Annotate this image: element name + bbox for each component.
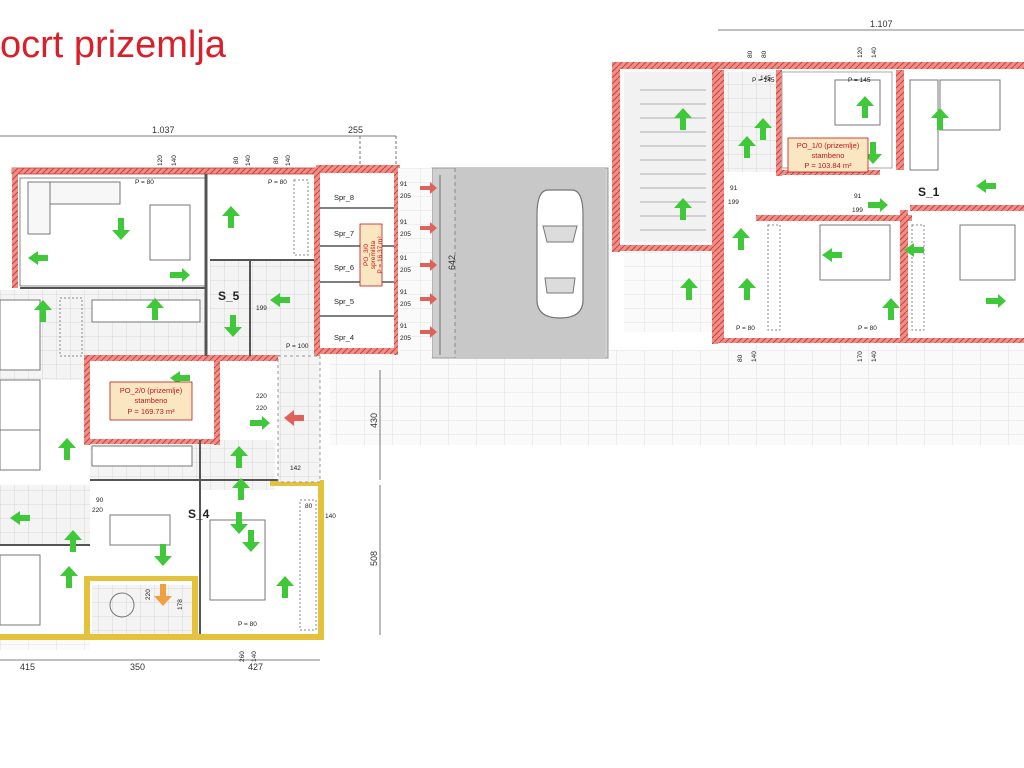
room-box-po1: [787, 137, 869, 173]
door-label: P = 80: [268, 179, 287, 186]
room-box-po2: [109, 381, 193, 421]
dim-note-vertical: 140: [871, 351, 878, 362]
dim-note: 220: [256, 405, 267, 412]
dim-note-vertical: 80: [233, 156, 240, 164]
dim-note: 199: [256, 305, 267, 312]
storage-dim-w: 91: [400, 219, 408, 226]
dim-note-vertical: 120: [157, 155, 164, 166]
dimension-lines: [0, 29, 1024, 661]
unit-label-s4: S_4: [188, 507, 210, 521]
left-building: [0, 167, 324, 640]
storage-label: Spr_8: [334, 193, 354, 202]
storage-dim-w: 91: [400, 323, 408, 330]
door-label: P = 145: [752, 77, 775, 84]
car-icon: [536, 189, 584, 319]
dim-note-vertical: 140: [251, 651, 258, 662]
unit-label-s5: S_5: [218, 289, 240, 303]
dim-top-right: 1.107: [870, 19, 893, 29]
storage-label: Spr_4: [334, 333, 354, 342]
room-box-po3: [359, 223, 383, 287]
dim-note-vertical: 140: [871, 47, 878, 58]
po1-line3: P = 103.84 m²: [804, 161, 852, 170]
po1-line2: stambeno: [812, 151, 845, 160]
dim-note: 145: [760, 75, 771, 82]
orange-arrow: [154, 584, 172, 606]
dim-bottom-350: 350: [130, 662, 145, 672]
po2-line1: PO_2/0 (prizemlje): [120, 386, 183, 395]
dim-note-vertical: 170: [857, 351, 864, 362]
dim-note-vertical: 120: [857, 47, 864, 58]
door-label: P = 145: [848, 77, 871, 84]
dim-note: 90: [96, 497, 104, 504]
dim-top-left: 1.037: [152, 125, 175, 135]
storage-dim-w: 91: [400, 181, 408, 188]
storage-dim-w: 91: [400, 289, 408, 296]
direction-arrows: [10, 96, 1006, 598]
po1-line1: PO_1/0 (prizemlje): [797, 141, 860, 150]
dim-v430: 430: [369, 413, 379, 428]
storage-dim-h: 205: [400, 231, 411, 238]
dim-note: 142: [290, 465, 301, 472]
storage-dim-h: 205: [400, 267, 411, 274]
door-label: P = 80: [858, 325, 877, 332]
dim-note: 140: [325, 513, 336, 520]
storage-dim-w: 91: [400, 255, 408, 262]
dim-note: 91: [730, 185, 738, 192]
dim-note: 220: [256, 393, 267, 400]
dim-note-vertical: 80: [273, 156, 280, 164]
po3-line2: spremišta: [370, 241, 377, 270]
dim-note-vertical: 80: [761, 50, 768, 58]
dim-note-vertical: 220: [145, 589, 152, 600]
dim-note-vertical: 140: [171, 155, 178, 166]
storage-door-arrows: [284, 182, 437, 426]
dim-note-vertical: 260: [239, 651, 246, 662]
dim-note-vertical: 140: [751, 351, 758, 362]
dim-note: 199: [852, 207, 863, 214]
dim-note: 80: [305, 503, 313, 510]
dim-note-vertical: 140: [245, 155, 252, 166]
po3-line3: P = 16.37 m²: [377, 236, 384, 274]
dim-bottom-427: 427: [248, 662, 263, 672]
dim-note-vertical: 178: [177, 599, 184, 610]
po2-line2: stambeno: [135, 396, 168, 405]
po2-line3: P = 169.73 m²: [127, 407, 175, 416]
door-label: P = 80: [736, 325, 755, 332]
plan-title: ocrt prizemlja: [0, 24, 226, 66]
door-label: P = 100: [286, 343, 309, 350]
door-label: P = 80: [135, 179, 154, 186]
unit-label-s1: S_1: [918, 185, 940, 199]
dim-note: 91: [854, 193, 862, 200]
dim-note-vertical: 140: [285, 155, 292, 166]
dim-note: 220: [92, 507, 103, 514]
storage-block: [316, 165, 400, 355]
right-building: [612, 62, 1024, 390]
storage-dim-h: 205: [400, 301, 411, 308]
storage-dim-h: 205: [400, 193, 411, 200]
storage-dim-h: 205: [400, 335, 411, 342]
door-label: P = 80: [238, 621, 257, 628]
dim-note-vertical: 80: [737, 354, 744, 362]
po3-line1: PO_3/0: [363, 244, 370, 266]
dim-bottom-415: 415: [20, 662, 35, 672]
storage-label: Spr_7: [334, 229, 354, 238]
dim-note-vertical: 80: [747, 50, 754, 58]
storage-label: Spr_6: [334, 263, 354, 272]
storage-label: Spr_5: [334, 297, 354, 306]
dim-v642: 642: [447, 255, 457, 270]
dim-note: 199: [728, 199, 739, 206]
dim-v508: 508: [369, 551, 379, 566]
dim-top-mid: 255: [348, 125, 363, 135]
